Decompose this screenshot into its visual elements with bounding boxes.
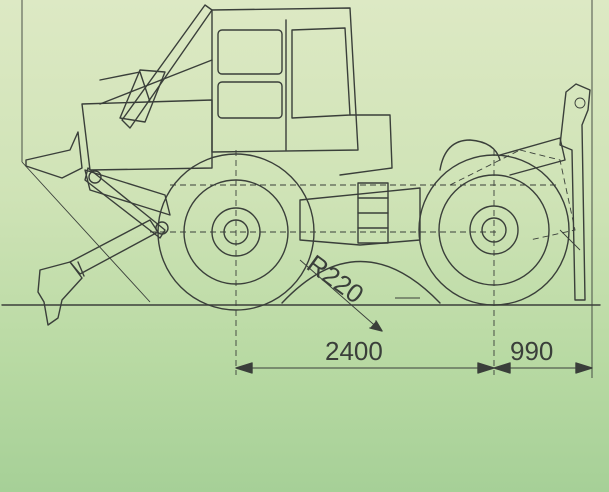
engine-hood — [81, 71, 393, 176]
wheelbase-label: 2400 — [325, 336, 383, 366]
bogie-arc — [281, 260, 441, 304]
front-blade — [21, 131, 151, 303]
frame-lines — [21, 0, 593, 300]
crane-arm — [99, 4, 213, 129]
radius-label: R220 — [301, 249, 369, 310]
chassis — [170, 182, 560, 246]
front-wheel — [150, 150, 500, 375]
horizontal-dimensions: 2400 990 — [235, 297, 593, 378]
rear-overhang-label: 990 — [510, 336, 553, 366]
rear-winch-arch — [439, 83, 591, 301]
cab — [211, 7, 359, 153]
front-linkage — [37, 167, 171, 326]
radius-dimension: R220 — [299, 249, 383, 332]
rear-wheel — [418, 150, 570, 375]
